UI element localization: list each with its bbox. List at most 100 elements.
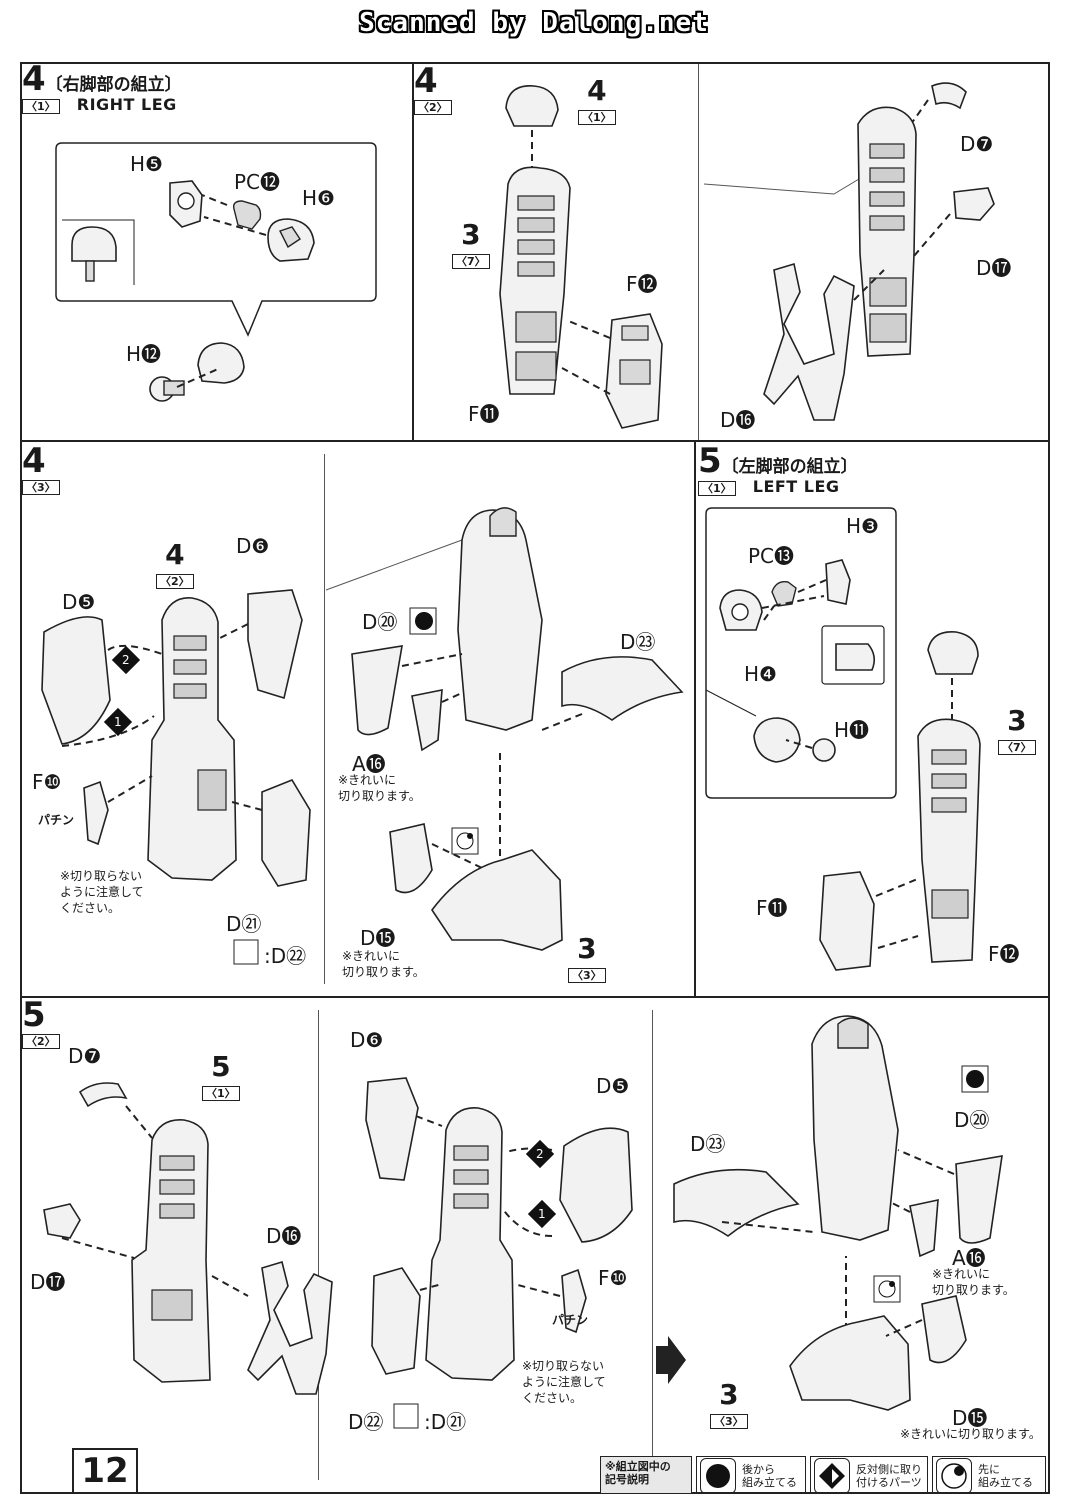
part-label: H⓫ — [834, 718, 870, 742]
step-5-1-diagram — [705, 507, 981, 971]
step-substep: 〈3〉 — [22, 480, 60, 495]
legend-item-assemble-later: 後から 組み立てる — [696, 1456, 806, 1494]
instruction-sheet — [20, 62, 1050, 1494]
part-label: D⓰ — [266, 1224, 302, 1248]
row-divider — [22, 996, 1048, 998]
part-label: F❿ — [598, 1266, 628, 1290]
ref-step-3-3: 3 〈3〉 — [568, 934, 606, 983]
part-label: D⑳ — [362, 610, 398, 634]
ref-step-3-7: 3 〈7〉 — [998, 706, 1036, 755]
step-title-en: LEFT LEG — [752, 477, 840, 496]
step-5-1-header: 5〔左脚部の組立〕 〈1〉 LEFT LEG — [698, 444, 858, 496]
col-divider — [694, 440, 696, 996]
ref-step-3-7: 3 〈7〉 — [452, 220, 490, 269]
step-5-2-diagram — [43, 1015, 1003, 1429]
legend-text: 先に 組み立てる — [978, 1463, 1033, 1489]
step-4-1-diagram — [55, 142, 377, 402]
part-label: D❻ — [350, 1028, 384, 1052]
ref-substep: 〈7〉 — [452, 254, 490, 269]
ref-number: 3 — [577, 932, 597, 965]
legend-item-assemble-first: 先に 組み立てる — [932, 1456, 1046, 1494]
ref-number: 3 — [1007, 704, 1027, 737]
part-label: D㉑ — [226, 912, 262, 936]
ref-step-5-1: 5 〈1〉 — [202, 1052, 240, 1101]
legend-text: 反対側に取り 付けるパーツ — [856, 1463, 922, 1489]
ref-step-4-1: 4 〈1〉 — [578, 76, 616, 125]
part-label: H❸ — [846, 514, 879, 538]
part-label: F⓫ — [468, 402, 500, 426]
part-label: H❻ — [302, 186, 335, 210]
sub-divider — [698, 64, 699, 440]
ref-substep: 〈3〉 — [568, 968, 606, 983]
part-label: F⓫ — [756, 896, 788, 920]
ref-substep: 〈7〉 — [998, 740, 1036, 755]
part-label: D⓯ — [952, 1406, 988, 1430]
ref-substep: 〈3〉 — [710, 1414, 748, 1429]
row-divider — [22, 440, 1048, 442]
part-label: A⓰ — [952, 1246, 986, 1270]
cut-note: ※きれいに 切り取ります。 — [342, 949, 425, 979]
part-label: D❼ — [68, 1044, 102, 1068]
sub-divider — [318, 1010, 319, 1480]
part-label: A⓰ — [352, 752, 386, 776]
ref-number: 3 — [719, 1378, 739, 1411]
caution-note: ※切り取らない ように注意して ください。 — [60, 869, 144, 915]
ref-number: 3 — [461, 218, 481, 251]
cut-note: ※きれいに 切り取ります。 — [932, 1267, 1015, 1297]
step-4-3-header: 4 〈3〉 — [22, 444, 60, 495]
assemble-later-icon — [700, 1458, 736, 1494]
part-label: D❻ — [236, 534, 270, 558]
ref-substep: 〈1〉 — [202, 1086, 240, 1101]
part-label: D㉓ — [690, 1132, 726, 1156]
step-title-en: RIGHT LEG — [76, 95, 177, 114]
step-4-2-diagram — [499, 82, 995, 429]
step-number: 4 — [22, 59, 46, 99]
col-divider — [412, 64, 414, 440]
step-4-2-header: 4 〈2〉 — [414, 64, 452, 115]
step-title-jp: 〔左脚部の組立〕 — [721, 457, 858, 477]
ref-step-4-2: 4 〈2〉 — [156, 540, 194, 589]
step-substep: 〈1〉 — [698, 481, 736, 496]
step-4-3-diagram — [41, 507, 684, 965]
step-substep: 〈1〉 — [22, 99, 60, 114]
assemble-first-icon — [936, 1458, 972, 1494]
scan-banner: Scanned by Dalong.net — [359, 8, 709, 38]
ref-number: 4 — [165, 538, 185, 571]
ref-substep: 〈2〉 — [156, 574, 194, 589]
ref-number: 5 — [211, 1050, 231, 1083]
ref-substep: 〈1〉 — [578, 110, 616, 125]
step-title-jp: 〔右脚部の組立〕 — [45, 75, 182, 95]
legend-text: 後から 組み立てる — [742, 1463, 797, 1489]
legend-title: ※組立図中の 記号説明 — [600, 1456, 692, 1494]
page-number: 12 — [72, 1448, 138, 1494]
part-label: D❺ — [596, 1074, 630, 1098]
step-number: 5 — [698, 441, 722, 481]
step-substep: 〈2〉 — [414, 100, 452, 115]
part-label: H❺ — [130, 152, 163, 176]
opposite-side-icon — [814, 1458, 850, 1494]
part-label: H⓬ — [126, 342, 162, 366]
part-label: PC⓭ — [748, 544, 795, 568]
part-label: PC⓬ — [234, 170, 281, 194]
step-number: 4 — [414, 61, 438, 101]
legend-item-opposite-side: 反対側に取り 付けるパーツ — [810, 1456, 928, 1494]
part-label: D⓯ — [360, 926, 396, 950]
part-label: D❺ — [62, 590, 96, 614]
part-label: D⓱ — [30, 1270, 66, 1294]
part-label: F⓬ — [626, 272, 658, 296]
part-label: D⑳ — [954, 1108, 990, 1132]
cut-note: ※きれいに 切り取ります。 — [338, 773, 421, 803]
sub-divider — [324, 454, 325, 984]
part-label: F❿ — [32, 770, 62, 794]
step-number: 4 — [22, 441, 46, 481]
step-number: 5 — [22, 995, 46, 1035]
sub-divider — [652, 1010, 653, 1480]
part-label: H❹ — [744, 662, 777, 686]
caution-note: ※切り取らない ように注意して ください。 — [522, 1359, 606, 1405]
cut-note: ※きれいに切り取ります。 — [900, 1427, 1041, 1441]
part-label: D⓰ — [720, 408, 756, 432]
ref-number: 4 — [587, 74, 607, 107]
step-5-2-header: 5 〈2〉 — [22, 998, 60, 1049]
step-substep: 〈2〉 — [22, 1034, 60, 1049]
part-label: :D㉒ — [264, 944, 307, 968]
